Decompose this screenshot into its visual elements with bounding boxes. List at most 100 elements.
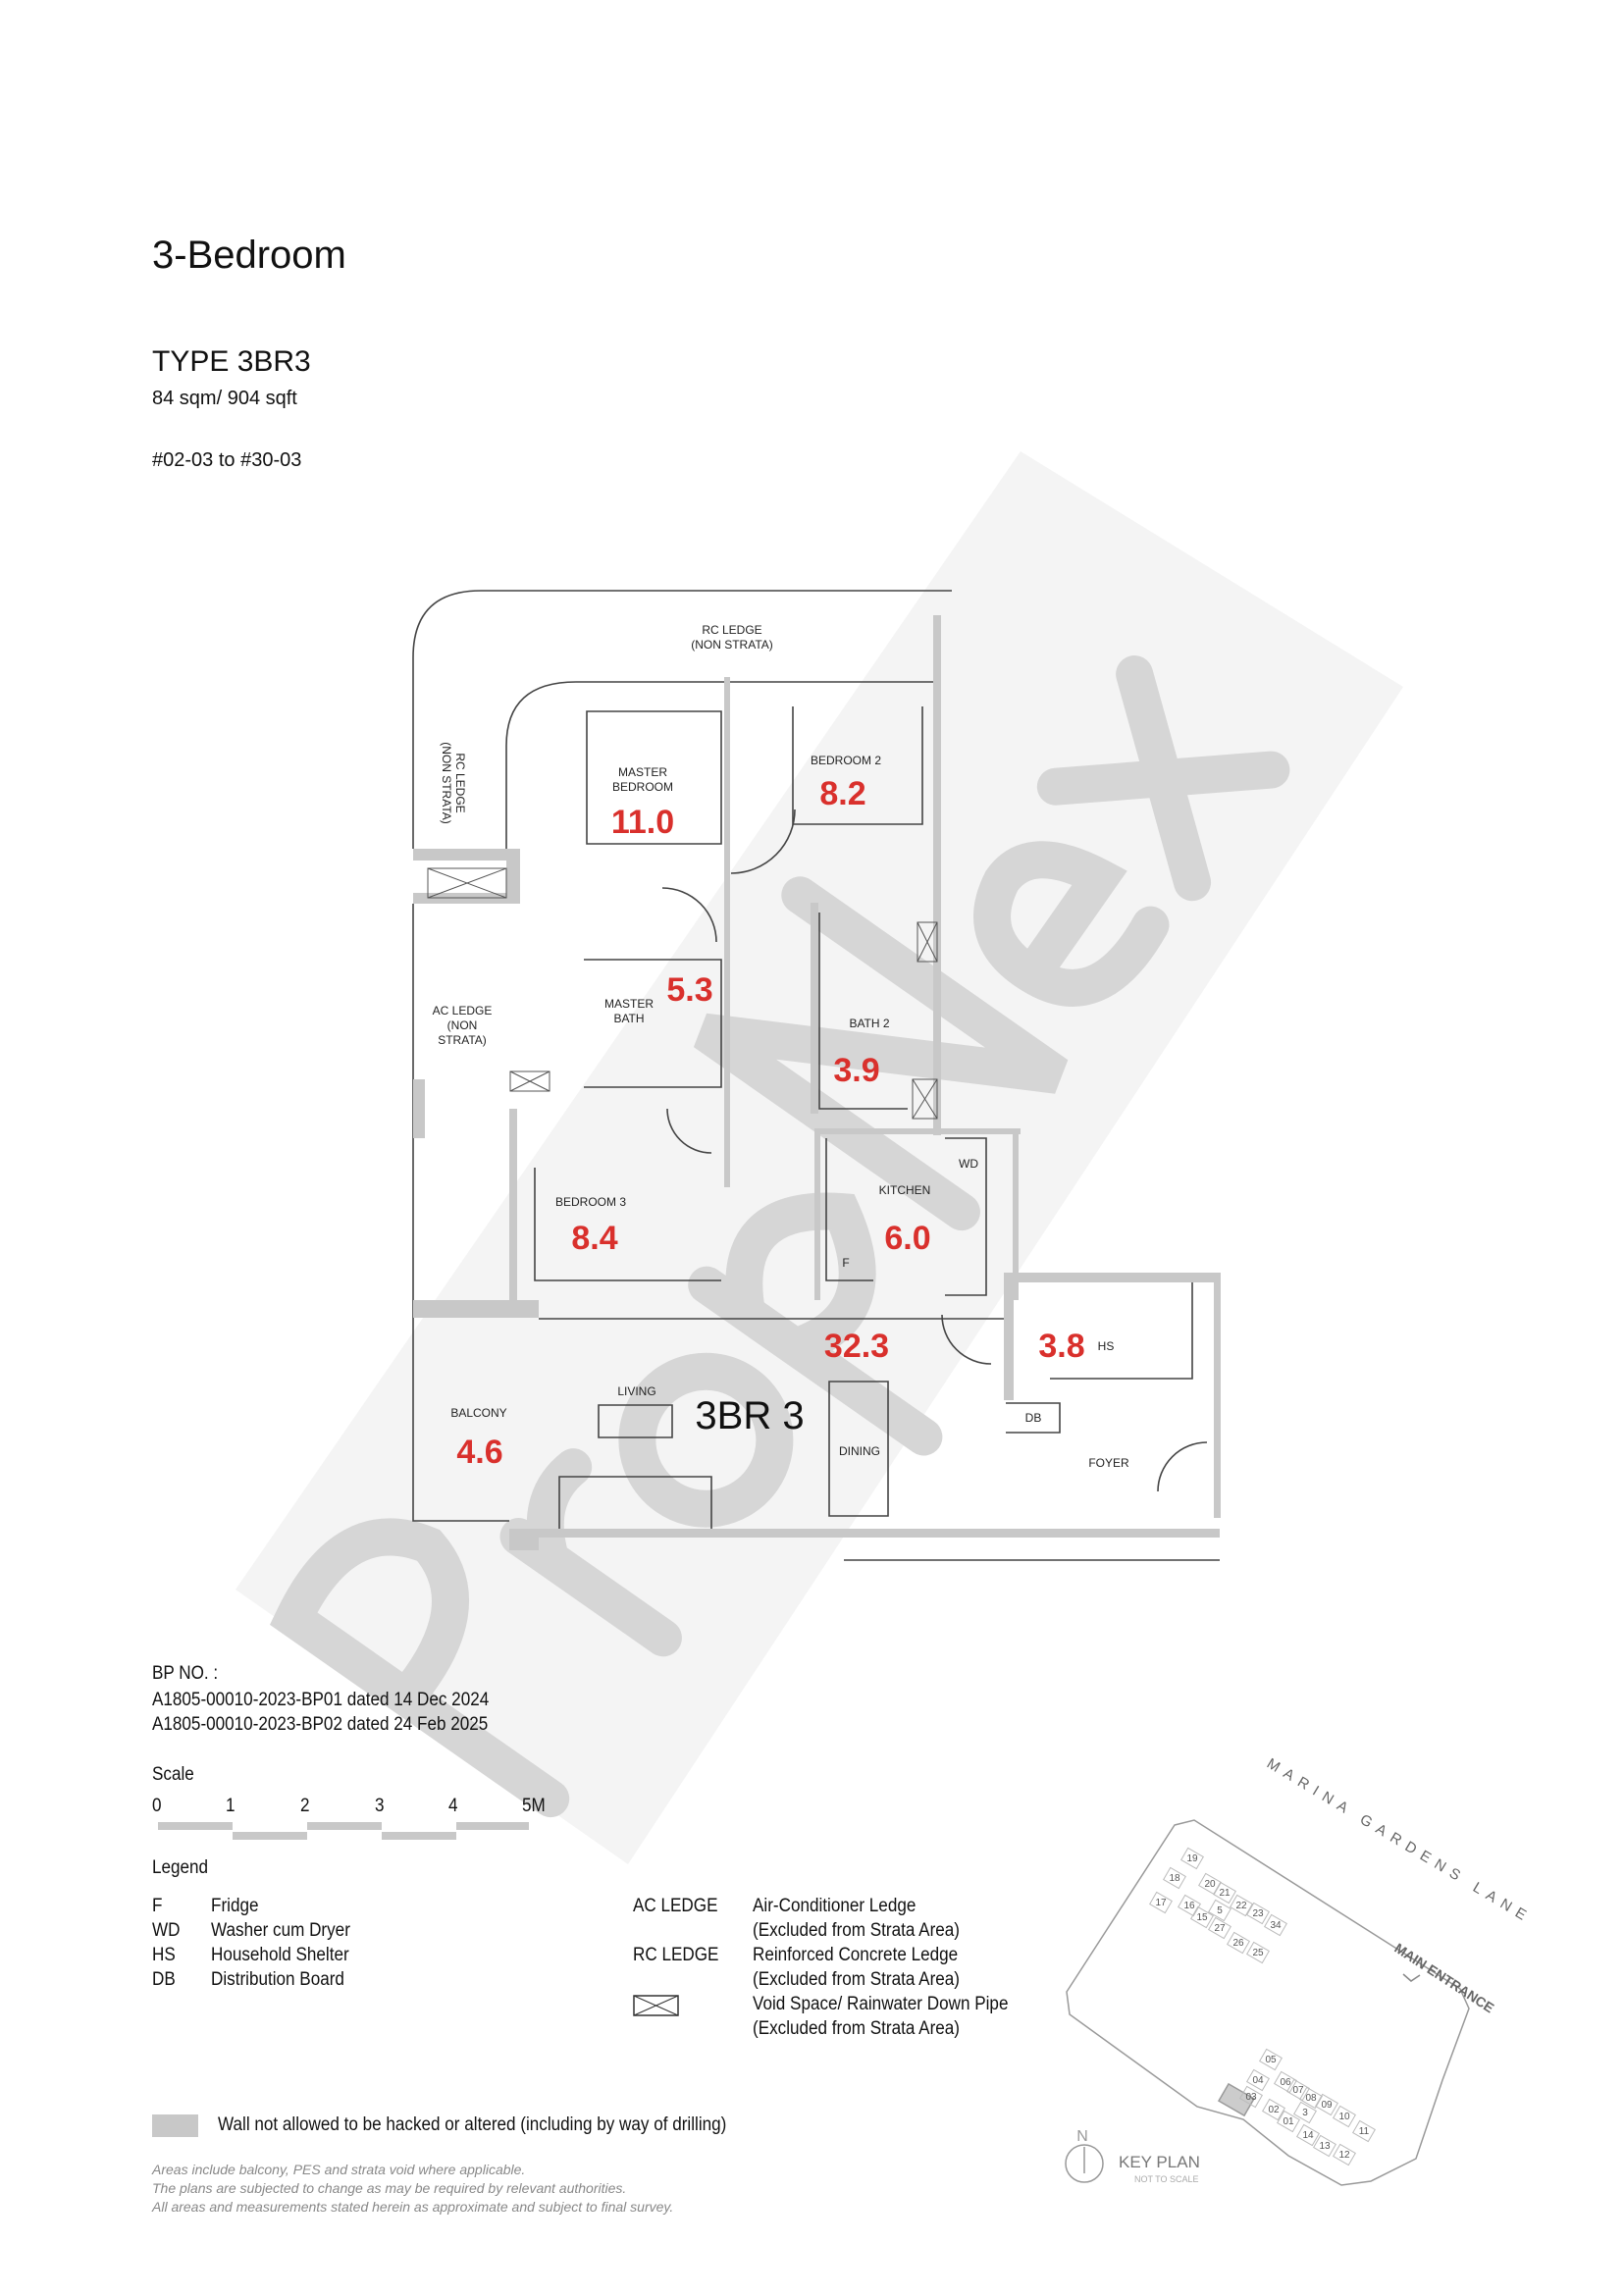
structural-wall (509, 1109, 517, 1305)
void-space-icon (912, 1078, 938, 1120)
key-plan-block-label: 04 (1252, 2075, 1264, 2086)
wall-line (412, 904, 509, 1522)
structural-wall (509, 1529, 1220, 1538)
label-hs: HS (1098, 1339, 1115, 1353)
structural-wall (814, 1128, 1021, 1134)
wall-line (828, 1381, 889, 1517)
area-bedroom-3: 8.4 (571, 1220, 617, 1257)
legend-meaning-db: Distribution Board (211, 1969, 344, 1990)
wall-line (730, 809, 796, 874)
scale-tick-3: 3 (375, 1796, 385, 1816)
void-space-icon (917, 921, 938, 963)
key-plan-site-outline (1066, 1819, 1470, 2186)
key-plan-block (1246, 2068, 1270, 2092)
area-living-dining: 32.3 (824, 1328, 889, 1365)
label-wd: WD (959, 1157, 978, 1171)
key-plan-block (1227, 1931, 1250, 1955)
key-plan-block (1178, 1894, 1201, 1917)
label-bedroom-3: BEDROOM 3 (555, 1195, 626, 1209)
label-master-bedroom-1: MASTER (618, 765, 667, 779)
key-plan-block (1246, 1941, 1270, 1964)
key-plan-block (1208, 1899, 1231, 1922)
scale-heading: Scale (152, 1764, 194, 1785)
key-plan-block-label: 25 (1252, 1948, 1264, 1958)
key-plan-block (1352, 2119, 1376, 2143)
legend-note-rc-ledge: (Excluded from Strata Area) (753, 1969, 960, 1990)
void-cross-box-icon (633, 1995, 679, 2016)
label-foyer: FOYER (1088, 1456, 1129, 1470)
wall-line (666, 1108, 712, 1154)
wall-line (792, 706, 923, 825)
scale-tick-5: 5M (522, 1796, 546, 1816)
label-ac-ledge-sub1: (NON (447, 1018, 478, 1032)
key-plan-block (1262, 2098, 1285, 2121)
key-plan-block (1208, 1916, 1231, 1940)
structural-wall (1013, 1129, 1019, 1300)
legend-code-wd: WD (152, 1920, 181, 1941)
key-plan-block (1315, 2093, 1338, 2116)
scale-segment (307, 1822, 382, 1830)
key-plan-block (1264, 1913, 1287, 1937)
key-plan-block-label: 17 (1155, 1898, 1167, 1908)
key-plan-block-label: 03 (1245, 2092, 1257, 2103)
scale-segment (233, 1832, 307, 1840)
legend-heading: Legend (152, 1857, 209, 1878)
wall-line (412, 590, 952, 849)
legend-code-rc-ledge: RC LEDGE (633, 1945, 719, 1965)
key-plan-block (1163, 1866, 1186, 1890)
scale-tick-2: 2 (300, 1796, 310, 1816)
key-plan-block (1274, 2070, 1297, 2094)
structural-wall (814, 1128, 820, 1300)
key-plan-block-label: 20 (1204, 1879, 1216, 1890)
key-plan-block (1277, 2110, 1300, 2133)
legend-note-void: (Excluded from Strata Area) (753, 2018, 960, 2039)
wall-line (598, 1404, 673, 1438)
key-plan-block (1213, 1881, 1236, 1905)
legend-meaning-void: Void Space/ Rainwater Down Pipe (753, 1994, 1009, 2014)
area-bath-2: 3.9 (833, 1052, 879, 1089)
label-master-bath-2: BATH (613, 1012, 644, 1025)
wall-line (505, 681, 933, 849)
legend-note-ac-ledge: (Excluded from Strata Area) (753, 1920, 960, 1941)
unit-range: #02-03 to #30-03 (152, 449, 302, 471)
key-plan-block-label: 08 (1305, 2093, 1317, 2104)
label-fridge: F (842, 1256, 849, 1270)
key-plan-block-label: 11 (1359, 2126, 1370, 2137)
key-plan-subtitle: NOT TO SCALE (1134, 2174, 1199, 2184)
wall-line (584, 959, 722, 1088)
label-rc-ledge-top-sub: (NON STRATA) (691, 638, 773, 652)
structural-wall (811, 903, 818, 1114)
key-plan-block (1333, 2105, 1356, 2128)
key-plan-block-label: 23 (1252, 1908, 1264, 1919)
key-plan-block (1259, 2048, 1283, 2071)
key-plan-block (1239, 2085, 1263, 2109)
note-2: The plans are subjected to change as may… (152, 2180, 627, 2196)
label-kitchen: KITCHEN (879, 1183, 931, 1197)
wall-line (1157, 1441, 1208, 1492)
key-plan-block-label: 09 (1321, 2100, 1333, 2111)
label-db: DB (1025, 1411, 1042, 1425)
area-master-bedroom: 11.0 (611, 804, 674, 841)
structural-wall (413, 1079, 425, 1138)
key-plan-block (1230, 1894, 1253, 1917)
bp-line-2: A1805-00010-2023-BP02 dated 24 Feb 2025 (152, 1714, 489, 1735)
scale-tick-4: 4 (448, 1796, 458, 1816)
structural-wall (1004, 1273, 1220, 1282)
wall-line (534, 1168, 721, 1281)
label-bath-2: BATH 2 (849, 1017, 889, 1030)
key-plan-block (1198, 1872, 1222, 1896)
area-bedroom-2: 8.2 (819, 775, 865, 812)
legend-meaning-wd: Washer cum Dryer (211, 1920, 350, 1941)
void-space-icon (509, 1070, 550, 1092)
legend-code-ac-ledge: AC LEDGE (633, 1896, 718, 1916)
area-kitchen: 6.0 (884, 1220, 930, 1257)
unit-type: TYPE 3BR3 (152, 345, 311, 378)
structural-wall (506, 861, 520, 900)
area-master-bath: 5.3 (666, 971, 712, 1009)
key-plan-block (1180, 1847, 1204, 1870)
label-balcony: BALCONY (450, 1406, 506, 1420)
label-ac-ledge: AC LEDGE (433, 1004, 493, 1018)
unit-label: 3BR 3 (695, 1394, 804, 1437)
key-plan-highlight (1217, 2082, 1256, 2117)
